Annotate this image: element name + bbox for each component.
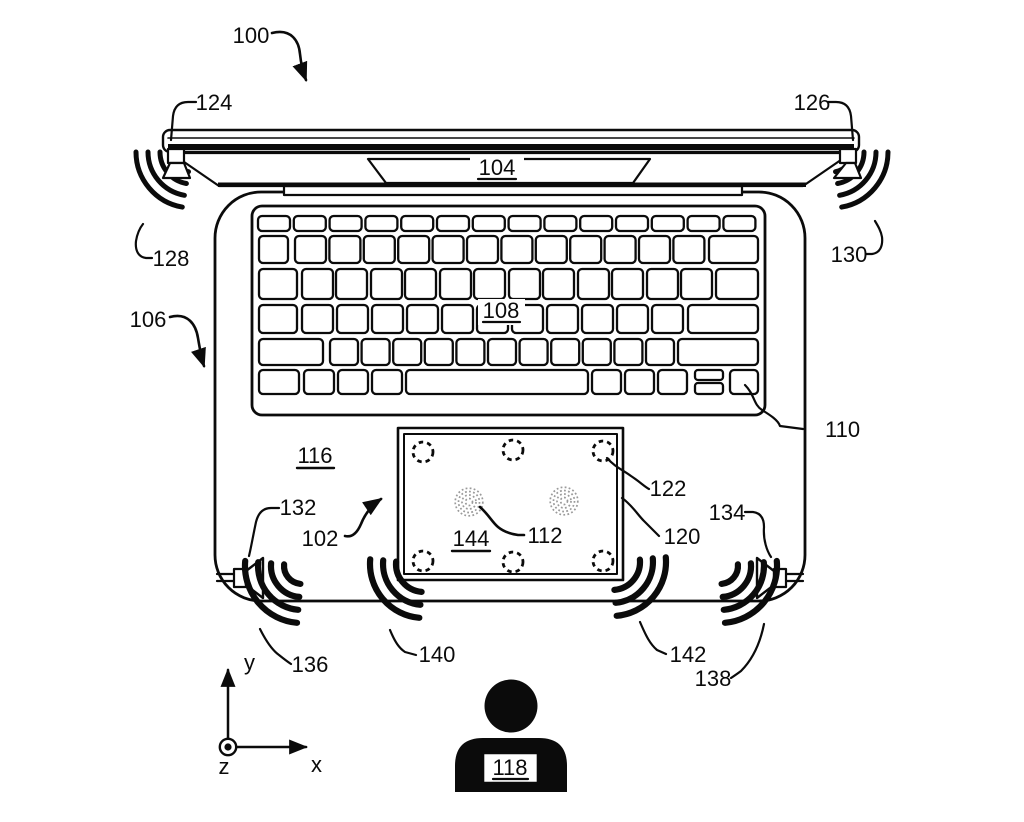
ref-122-leader (605, 456, 651, 491)
display-lid: 104 (161, 128, 863, 197)
z-axis-label: z (219, 754, 230, 779)
coordinate-axes: y x z (219, 650, 323, 779)
ref-120-label: 120 (664, 524, 701, 549)
hinge-strip (282, 184, 744, 197)
keyboard: 108 (250, 204, 767, 417)
ref-100-label: 100 (233, 23, 270, 48)
ref-124-label: 124 (196, 90, 233, 115)
ref-132-label: 132 (280, 495, 317, 520)
right-hinge-speaker-icon (832, 147, 863, 180)
wave-142 (611, 554, 670, 619)
ref-126-label: 126 (794, 90, 831, 115)
ref-136-label: 136 (292, 652, 329, 677)
x-axis-label: x (311, 752, 322, 777)
ref-122-label: 122 (650, 476, 687, 501)
y-axis-label: y (244, 650, 255, 675)
keyboard-keys (256, 214, 760, 396)
ref-106-label: 106 (130, 307, 167, 332)
ref-134-leader (743, 510, 773, 559)
ref-138-leader (729, 622, 766, 680)
ref-142-leader (638, 620, 668, 656)
ref-112-label: 112 (527, 523, 562, 548)
ref-134-label: 134 (709, 500, 746, 525)
ref-104-patch (470, 155, 524, 179)
ref-102-arrow (343, 497, 383, 538)
ref-102-label: 102 (302, 526, 339, 551)
user-silhouette: 118 (455, 679, 567, 792)
ref-130-leader (864, 219, 884, 256)
trackpad-inner-border (403, 433, 618, 575)
ref-138-label: 138 (695, 666, 732, 691)
trackpad: 144 (396, 426, 625, 582)
ref-128-label: 128 (153, 246, 190, 271)
ref-104-label: 104 (479, 155, 516, 180)
trackpad-haptic-spots (454, 486, 579, 517)
ref-116-label: 116 (297, 443, 332, 468)
wave-140 (366, 556, 425, 621)
ref-124-leader (169, 100, 198, 142)
left-hinge-speaker-icon (161, 147, 192, 180)
ref-144-label: 144 (453, 526, 490, 551)
ref-142-label: 142 (670, 642, 707, 667)
ref-140-label: 140 (419, 642, 456, 667)
ref-130-label: 130 (831, 242, 868, 267)
ref-108-label: 108 (483, 298, 520, 323)
wave-136 (241, 557, 304, 626)
user-head (484, 679, 538, 733)
ref-106-arrow (168, 314, 206, 368)
callout-leaders (134, 30, 884, 680)
sound-wave-arcs (133, 149, 891, 626)
ref-126-leader (826, 100, 855, 142)
ref-100-arrow (270, 30, 308, 82)
ref-140-leader (388, 628, 418, 657)
ref-108-patch (478, 299, 525, 325)
ref-112-leader (478, 505, 526, 537)
wave-138 (718, 557, 781, 626)
ref-110-leader (743, 383, 805, 431)
trackpad-sensor-circles (411, 438, 615, 574)
ref-118-label: 118 (492, 755, 527, 780)
ref-128-leader (134, 222, 154, 260)
ref-120-leader (620, 496, 661, 538)
lid-front-edge (218, 182, 806, 187)
lid-top-bar-band (168, 144, 854, 150)
callout-labels: 100 124 126 128 130 106 110 122 120 112 … (130, 23, 868, 691)
ref-132-leader (247, 506, 281, 558)
ref-110-label: 110 (825, 417, 860, 442)
ref-136-leader (258, 627, 293, 666)
